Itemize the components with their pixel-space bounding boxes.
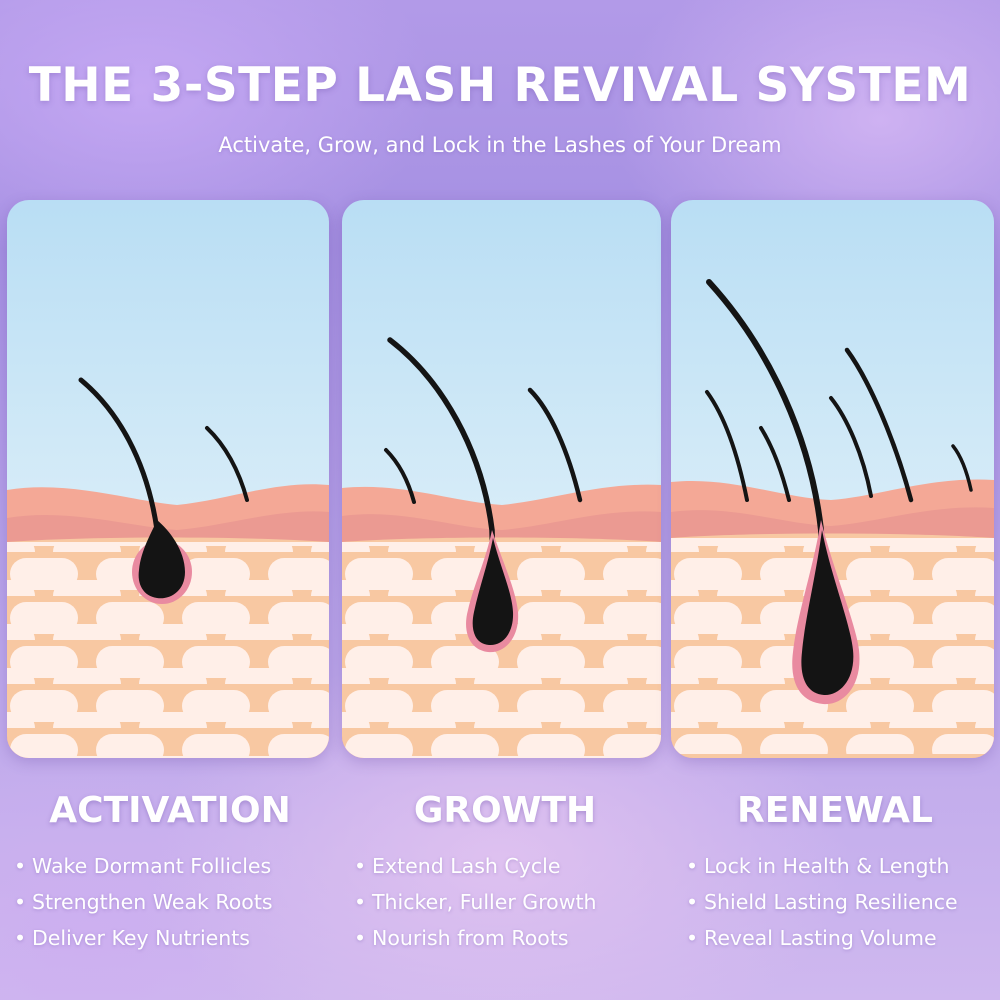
list-item: •Nourish from Roots <box>354 920 597 956</box>
page-subtitle: Activate, Grow, and Lock in the Lashes o… <box>218 133 782 157</box>
activation-illustration <box>7 200 329 758</box>
list-item: •Thicker, Fuller Growth <box>354 884 597 920</box>
bullet-icon: • <box>354 854 367 878</box>
bullet-icon: • <box>686 854 699 878</box>
growth-illustration <box>342 200 661 758</box>
step-title: RENEWAL <box>737 790 933 831</box>
step-title: GROWTH <box>413 790 597 831</box>
bullet-icon: • <box>14 926 27 950</box>
list-item: •Extend Lash Cycle <box>354 848 597 884</box>
bullet-icon: • <box>14 890 27 914</box>
page-title: THE 3-STEP LASH REVIVAL SYSTEM <box>28 58 972 113</box>
bullet-list: •Lock in Health & Length •Shield Lasting… <box>686 848 958 956</box>
list-item: •Wake Dormant Follicles <box>14 848 273 884</box>
list-item: •Deliver Key Nutrients <box>14 920 273 956</box>
step-renewal: RENEWAL •Lock in Health & Length •Shield… <box>670 790 1000 950</box>
bullet-icon: • <box>686 890 699 914</box>
step-title: ACTIVATION <box>49 790 291 831</box>
bullet-icon: • <box>686 926 699 950</box>
list-item: •Reveal Lasting Volume <box>686 920 958 956</box>
bullet-list: •Wake Dormant Follicles •Strengthen Weak… <box>14 848 273 956</box>
step-growth: GROWTH •Extend Lash Cycle •Thicker, Full… <box>340 790 670 950</box>
list-item: •Lock in Health & Length <box>686 848 958 884</box>
list-item: •Shield Lasting Resilience <box>686 884 958 920</box>
bullet-list: •Extend Lash Cycle •Thicker, Fuller Grow… <box>354 848 597 956</box>
bullet-icon: • <box>354 890 367 914</box>
renewal-illustration <box>671 200 994 758</box>
step-activation: ACTIVATION •Wake Dormant Follicles •Stre… <box>0 790 340 950</box>
bullet-icon: • <box>354 926 367 950</box>
bullet-icon: • <box>14 854 27 878</box>
list-item: •Strengthen Weak Roots <box>14 884 273 920</box>
